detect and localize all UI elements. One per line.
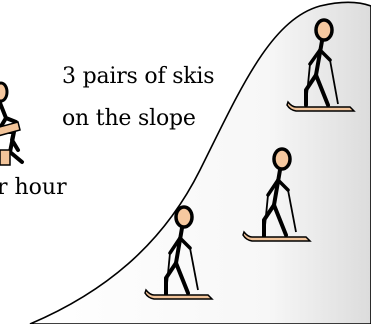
rate-caption-fragment: r hour bbox=[0, 176, 67, 200]
partial-seated-figure-icon bbox=[0, 83, 22, 165]
slope-caption: 3 pairs of skis on the slope bbox=[62, 45, 214, 150]
caption-line-1: 3 pairs of skis bbox=[62, 66, 214, 87]
caption-line-2: on the slope bbox=[62, 108, 214, 129]
